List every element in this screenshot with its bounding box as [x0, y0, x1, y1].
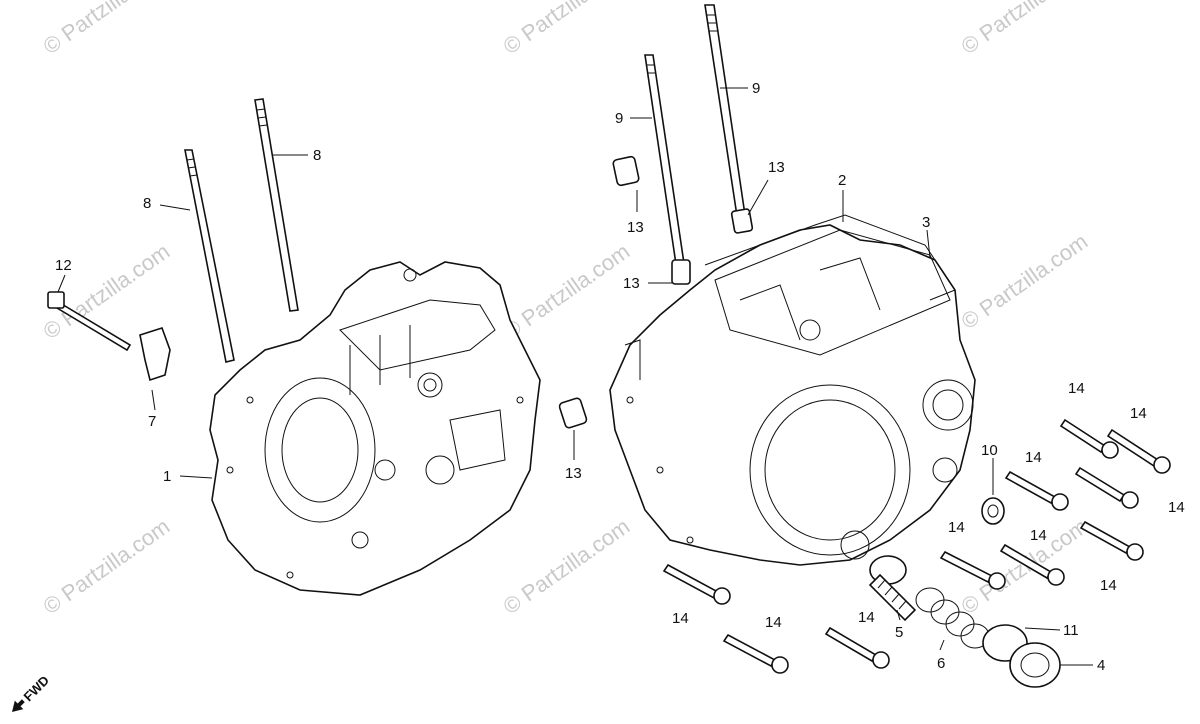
arrow-icon: [12, 699, 25, 712]
callout-labels: 1 2 3 4 5 6 7 8 8 9 9 10 11 12 13 13 13 …: [55, 80, 1185, 674]
callout-11: 11: [1063, 622, 1079, 639]
oil-seal-10: [981, 497, 1005, 525]
watermark-text: © Partzilla.com: [499, 239, 635, 345]
callout-7: 7: [148, 413, 156, 430]
right-crankcase: [609, 224, 976, 566]
callout-14: 14: [1025, 449, 1042, 466]
leader-lines: [57, 87, 1093, 666]
forward-direction-indicator: FWD: [12, 673, 52, 712]
watermark-text: © Partzilla.com: [957, 514, 1093, 620]
left-crankcase: [209, 261, 541, 596]
callout-14: 14: [1030, 527, 1047, 544]
bolts-14: [662, 418, 1171, 674]
callout-10: 10: [981, 442, 998, 459]
callout-14: 14: [1068, 380, 1085, 397]
callout-5: 5: [895, 624, 903, 641]
dowel-pins-13: [558, 155, 754, 429]
callout-14: 14: [765, 614, 782, 631]
watermark-text: © Partzilla.com: [39, 0, 175, 59]
stud-bolts-9: [644, 4, 746, 272]
callout-9-right: 9: [752, 80, 760, 97]
callout-3: 3: [922, 214, 930, 231]
stud-bolts-8: [184, 98, 299, 363]
callout-14: 14: [948, 519, 965, 536]
callout-8-right: 8: [313, 147, 321, 164]
watermark-text: © Partzilla.com: [499, 514, 635, 620]
callout-6: 6: [937, 655, 945, 672]
callout-13-mid-left: 13: [623, 275, 640, 292]
callout-8-left: 8: [143, 195, 151, 212]
callout-14: 14: [858, 609, 875, 626]
callout-1: 1: [163, 468, 171, 485]
gasket: [704, 214, 956, 301]
callout-12: 12: [55, 257, 72, 274]
callout-2: 2: [838, 172, 846, 189]
watermark-text: © Partzilla.com: [957, 0, 1093, 59]
callout-14: 14: [1168, 499, 1185, 516]
callout-13-top-left: 13: [627, 219, 644, 236]
callout-13-top-right: 13: [768, 159, 785, 176]
watermark-text: © Partzilla.com: [39, 514, 175, 620]
callout-9-left: 9: [615, 110, 623, 127]
filter-assembly: [868, 555, 1061, 688]
callout-4: 4: [1097, 657, 1105, 674]
bolt-12-and-clip-7: [47, 291, 171, 382]
callout-14: 14: [672, 610, 689, 627]
fwd-label: FWD: [20, 673, 52, 705]
callout-13-center: 13: [565, 465, 582, 482]
callout-14: 14: [1130, 405, 1147, 422]
watermark-text: © Partzilla.com: [499, 0, 635, 59]
callout-14: 14: [1100, 577, 1117, 594]
watermark-text: © Partzilla.com: [957, 229, 1093, 335]
